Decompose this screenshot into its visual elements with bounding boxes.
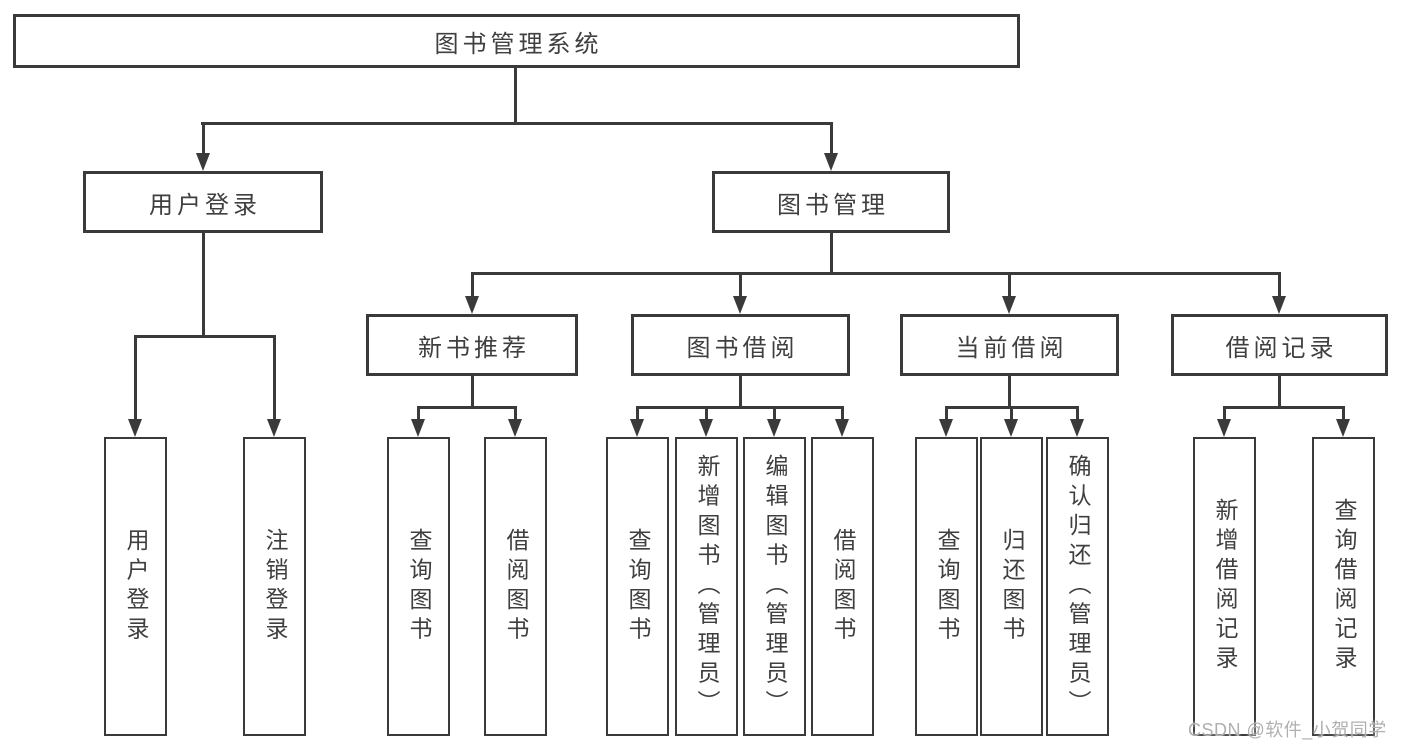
connector-stem xyxy=(739,376,742,406)
arrowhead-down-icon xyxy=(767,419,781,437)
node-label: 用户登录 xyxy=(149,191,261,219)
connector-stem xyxy=(1278,376,1281,406)
node-book-borrowing: 图书借阅 xyxy=(631,314,850,376)
node-label: 新书推荐 xyxy=(418,334,530,362)
node-label: 注销登录 xyxy=(262,527,288,646)
connector-drop xyxy=(1076,406,1079,419)
leaf-add-books-admin: 新增图书（管理员） xyxy=(675,437,738,736)
arrowhead-down-icon xyxy=(733,296,747,314)
node-label: 当前借阅 xyxy=(955,334,1068,362)
arrowhead-down-icon xyxy=(196,153,210,171)
node-label: 查询图书 xyxy=(934,527,960,646)
connector-drop xyxy=(705,406,708,419)
connector-drop xyxy=(1223,406,1226,419)
node-book-management: 图书管理 xyxy=(712,171,950,233)
connector-drop xyxy=(202,122,205,153)
node-label: 查询图书 xyxy=(625,527,651,646)
connector-drop xyxy=(471,272,474,296)
arrowhead-down-icon xyxy=(128,419,142,437)
node-current-borrowing: 当前借阅 xyxy=(900,314,1119,376)
node-label: 借阅记录 xyxy=(1225,334,1338,362)
arrowhead-down-icon xyxy=(824,153,838,171)
node-label: 编辑图书（管理员） xyxy=(762,453,788,720)
leaf-logout: 注销登录 xyxy=(243,437,306,736)
arrowhead-down-icon xyxy=(1002,296,1016,314)
connector-drop xyxy=(134,335,137,419)
connector-userlogin-bar xyxy=(134,335,276,338)
node-label: 借阅图书 xyxy=(830,527,856,646)
connector-drop xyxy=(1278,272,1281,296)
arrowhead-down-icon xyxy=(411,419,425,437)
connector-drop xyxy=(830,122,833,153)
node-user-login: 用户登录 xyxy=(83,171,323,233)
connector-bookmgmt-stem xyxy=(830,233,833,272)
node-label: 用户登录 xyxy=(123,527,149,646)
arrowhead-down-icon xyxy=(1070,419,1084,437)
node-label: 查询图书 xyxy=(406,527,432,646)
arrowhead-down-icon xyxy=(267,419,281,437)
connector-drop xyxy=(273,335,276,419)
leaf-confirm-return-admin: 确认归还（管理员） xyxy=(1046,437,1109,736)
connector-drop xyxy=(1008,272,1011,296)
node-label: 归还图书 xyxy=(999,527,1025,646)
node-label: 新增借阅记录 xyxy=(1212,498,1238,675)
arrowhead-down-icon xyxy=(939,419,953,437)
arrowhead-down-icon xyxy=(1004,419,1018,437)
arrowhead-down-icon xyxy=(508,419,522,437)
leaf-return-books: 归还图书 xyxy=(980,437,1043,736)
leaf-add-borrow-record: 新增借阅记录 xyxy=(1193,437,1256,736)
connector-bar xyxy=(417,406,517,409)
connector-drop xyxy=(773,406,776,419)
node-label: 借阅图书 xyxy=(503,527,529,646)
connector-drop xyxy=(417,406,420,419)
arrowhead-down-icon xyxy=(1336,419,1350,437)
arrowhead-down-icon xyxy=(835,419,849,437)
connector-userlogin-stem xyxy=(202,233,205,335)
connector-bar xyxy=(1223,406,1344,409)
node-borrowing-records: 借阅记录 xyxy=(1171,314,1388,376)
arrowhead-down-icon xyxy=(630,419,644,437)
connector-drop xyxy=(514,406,517,419)
connector-stem xyxy=(471,376,474,406)
connector-drop xyxy=(1342,406,1345,419)
node-label: 查询借阅记录 xyxy=(1331,498,1357,675)
connector-root-stem xyxy=(514,68,517,122)
node-label: 图书管理 xyxy=(777,191,889,219)
node-label: 图书借阅 xyxy=(686,334,799,362)
watermark: CSDN @软件_小贺同学 xyxy=(1188,720,1387,740)
leaf-query-borrow-record: 查询借阅记录 xyxy=(1312,437,1375,736)
connector-drop xyxy=(636,406,639,419)
node-label: 图书管理系统 xyxy=(434,30,603,58)
connector-root-bar xyxy=(201,122,832,125)
leaf-borrow-books: 借阅图书 xyxy=(811,437,874,736)
leaf-query-books-current: 查询图书 xyxy=(915,437,978,736)
leaf-edit-books-admin: 编辑图书（管理员） xyxy=(743,437,806,736)
arrowhead-down-icon xyxy=(465,296,479,314)
connector-stem xyxy=(1008,376,1011,406)
connector-bar xyxy=(636,406,843,409)
connector-bookmgmt-bar xyxy=(471,272,1281,275)
leaf-query-books-recommend: 查询图书 xyxy=(387,437,450,736)
connector-drop xyxy=(1010,406,1013,419)
arrowhead-down-icon xyxy=(1217,419,1231,437)
connector-drop xyxy=(945,406,948,419)
connector-drop xyxy=(841,406,844,419)
leaf-user-login: 用户登录 xyxy=(104,437,167,736)
leaf-borrow-books-recommend: 借阅图书 xyxy=(484,437,547,736)
node-label: 确认归还（管理员） xyxy=(1065,453,1091,720)
node-new-book-recommendation: 新书推荐 xyxy=(366,314,578,376)
node-library-system: 图书管理系统 xyxy=(13,14,1020,68)
arrowhead-down-icon xyxy=(699,419,713,437)
node-label: 新增图书（管理员） xyxy=(694,453,720,720)
connector-drop xyxy=(739,272,742,296)
leaf-query-books-borrow: 查询图书 xyxy=(606,437,669,736)
arrowhead-down-icon xyxy=(1272,296,1286,314)
